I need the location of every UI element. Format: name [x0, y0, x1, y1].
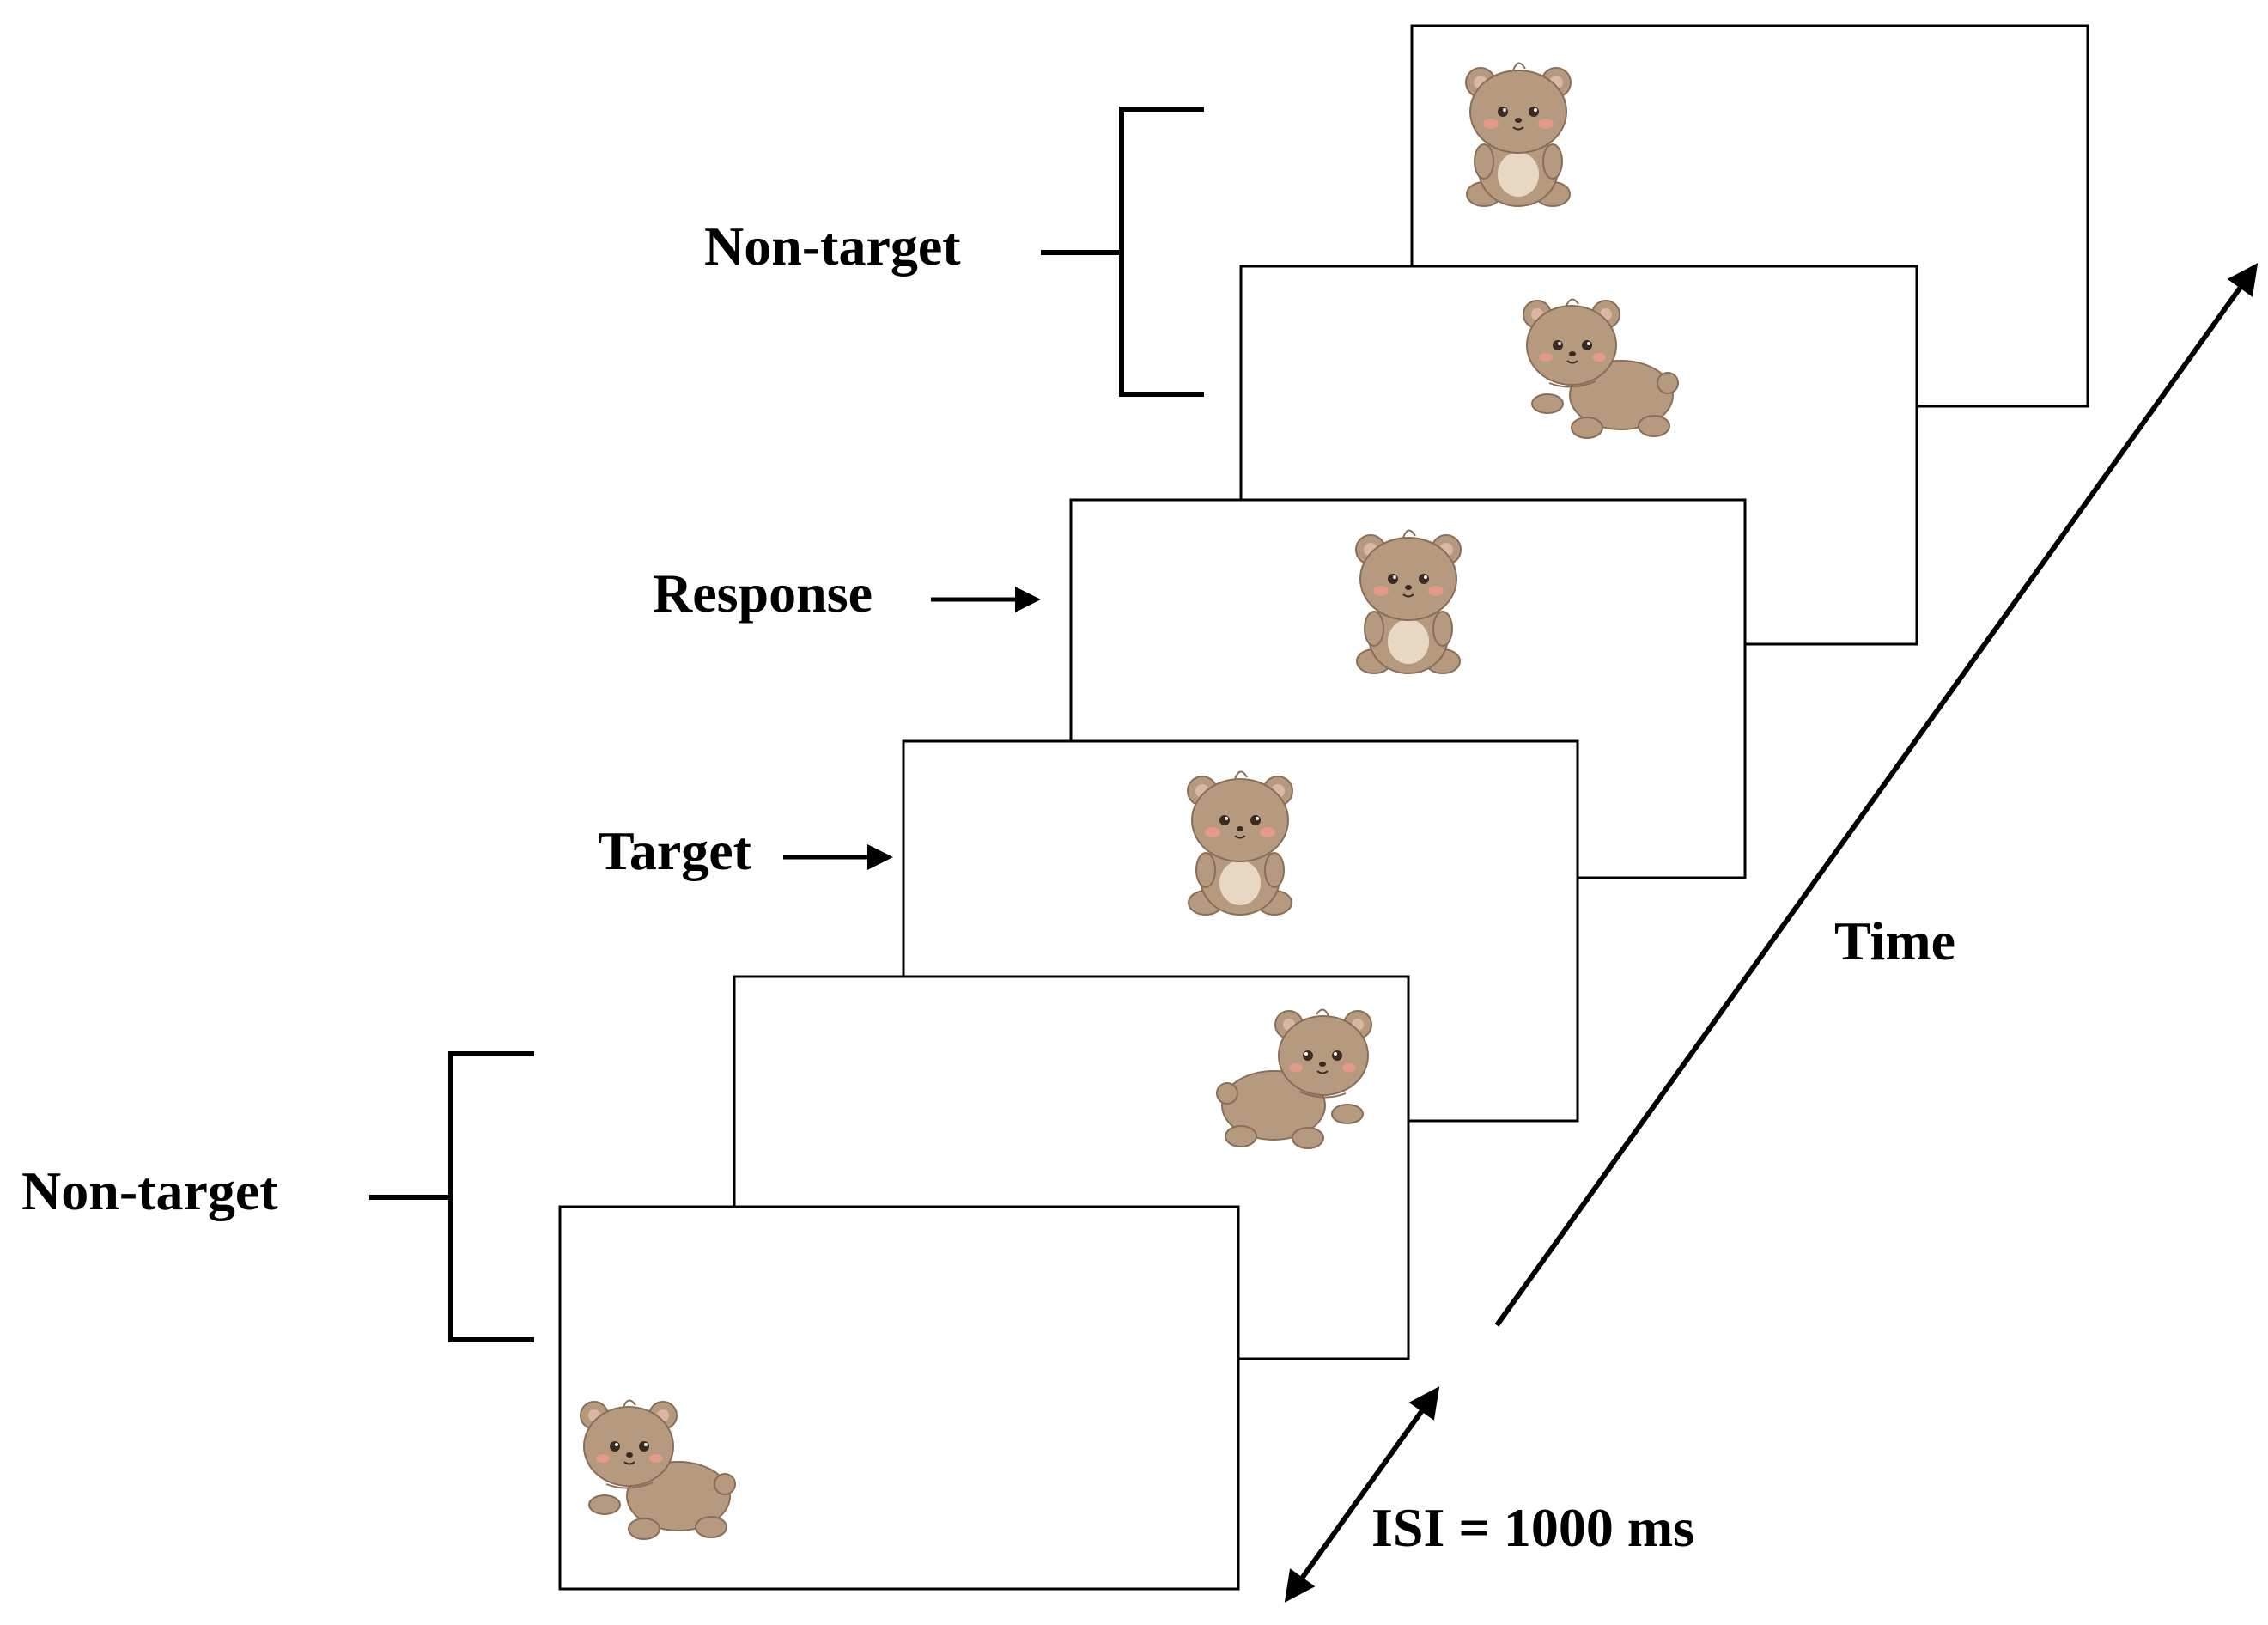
isi-double-arrow	[1284, 1386, 1440, 1603]
bear-sitting-icon	[1355, 529, 1462, 674]
bracket-non-target-bottom	[369, 1051, 534, 1342]
label-time: Time	[1834, 910, 1955, 971]
bear-sitting-icon	[1465, 62, 1572, 207]
label-isi: ISI = 1000 ms	[1371, 1497, 1694, 1558]
label-target: Target	[598, 820, 752, 881]
frame-1	[558, 1205, 1240, 1591]
label-non-target-top: Non-target	[704, 216, 961, 277]
bear-sitting-icon	[1187, 770, 1293, 916]
bracket-non-target-top	[1041, 107, 1204, 397]
time-arrow	[1494, 263, 2259, 1327]
label-non-target-bottom: Non-target	[21, 1160, 278, 1221]
label-response: Response	[653, 563, 873, 624]
